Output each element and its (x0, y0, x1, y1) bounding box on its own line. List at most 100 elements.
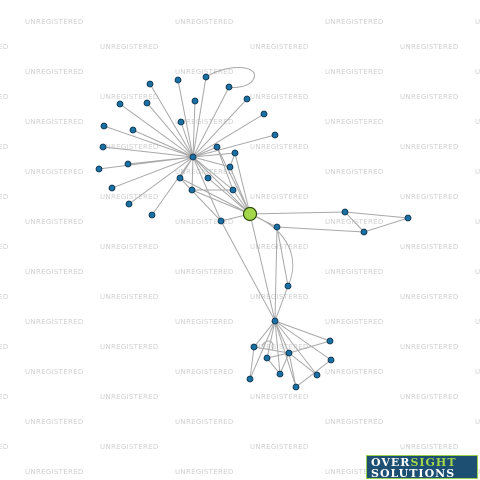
watermark-text: UNREGISTERED (400, 143, 459, 151)
network-node[interactable] (188, 186, 196, 194)
network-node[interactable] (174, 76, 182, 84)
network-node[interactable] (213, 143, 221, 151)
network-node[interactable] (229, 186, 237, 194)
hub-node[interactable] (189, 153, 197, 161)
edge (274, 285, 289, 322)
watermark-text: UNREGISTERED (0, 243, 9, 251)
focus-node[interactable] (242, 206, 258, 222)
oversight-solutions-logo: OVERSIGHT SOLUTIONS (366, 455, 478, 479)
network-node[interactable] (226, 163, 234, 171)
network-node[interactable] (99, 143, 107, 151)
network-node[interactable] (250, 343, 258, 351)
network-node[interactable] (263, 354, 271, 362)
network-node[interactable] (176, 174, 184, 182)
network-node[interactable] (260, 110, 268, 118)
edge (192, 156, 234, 191)
network-node[interactable] (148, 211, 156, 219)
network-node[interactable] (243, 95, 251, 103)
edge (295, 359, 332, 388)
network-node[interactable] (327, 356, 335, 364)
watermark-text: UNREGISTERED (475, 118, 480, 126)
watermark-text: UNREGISTERED (250, 443, 309, 451)
watermark-text: UNREGISTERED (100, 93, 159, 101)
edge-layer (98, 66, 409, 388)
watermark-text: UNREGISTERED (475, 418, 480, 426)
watermark-text: UNREGISTERED (25, 268, 84, 276)
watermark-text: UNREGISTERED (25, 368, 84, 376)
network-node[interactable] (217, 217, 225, 225)
network-node[interactable] (231, 149, 239, 157)
network-node[interactable] (225, 83, 233, 91)
network-node[interactable] (129, 126, 137, 134)
curved-edge (249, 213, 294, 287)
edge (119, 103, 194, 158)
network-node[interactable] (326, 337, 334, 345)
network-node[interactable] (124, 160, 132, 168)
watermark-text: UNREGISTERED (475, 218, 480, 226)
network-node[interactable] (95, 165, 103, 173)
network-node[interactable] (246, 375, 254, 383)
watermark-text: UNREGISTERED (0, 293, 9, 301)
watermark-text: UNREGISTERED (0, 393, 9, 401)
edge (216, 146, 251, 215)
watermark-text: UNREGISTERED (250, 193, 309, 201)
watermark-text: UNREGISTERED (100, 443, 159, 451)
network-node[interactable] (108, 184, 116, 192)
network-node[interactable] (284, 282, 292, 290)
edge (276, 226, 365, 233)
network-node[interactable] (313, 371, 321, 379)
watermark-text: UNREGISTERED (100, 343, 159, 351)
network-node[interactable] (271, 131, 279, 139)
edge (220, 220, 276, 322)
watermark-text: UNREGISTERED (400, 93, 459, 101)
network-node[interactable] (125, 200, 133, 208)
watermark-text: UNREGISTERED (400, 393, 459, 401)
edge (363, 217, 409, 233)
edge (279, 352, 290, 375)
edge (253, 320, 276, 348)
edge (128, 156, 194, 205)
edge (192, 100, 196, 158)
watermark-text: UNREGISTERED (250, 43, 309, 51)
watermark-text: UNREGISTERED (175, 218, 234, 226)
edge (192, 152, 236, 158)
watermark-text: UNREGISTERED (475, 368, 480, 376)
watermark-text: UNREGISTERED (325, 418, 384, 426)
edge (288, 352, 318, 376)
edge (192, 156, 251, 215)
watermark-text: UNREGISTERED (0, 93, 9, 101)
watermark-text: UNREGISTERED (325, 368, 384, 376)
edge (98, 156, 194, 170)
network-node[interactable] (177, 118, 185, 126)
edge (192, 76, 207, 158)
edge (192, 98, 248, 158)
network-node[interactable] (116, 100, 124, 108)
network-node[interactable] (273, 223, 281, 231)
watermark-text: UNREGISTERED (100, 243, 159, 251)
edge (102, 146, 194, 158)
edge (253, 346, 290, 354)
watermark-text: UNREGISTERED (250, 243, 309, 251)
watermark-text: UNREGISTERED (175, 318, 234, 326)
network-node[interactable] (341, 208, 349, 216)
network-node[interactable] (100, 122, 108, 130)
network-node[interactable] (204, 174, 212, 182)
network-node[interactable] (285, 349, 293, 357)
network-node[interactable] (276, 370, 284, 378)
watermark-text: UNREGISTERED (325, 468, 384, 476)
network-node[interactable] (404, 214, 412, 222)
network-node[interactable] (292, 383, 300, 391)
network-node[interactable] (143, 99, 151, 107)
watermark-text: UNREGISTERED (250, 293, 309, 301)
network-node[interactable] (191, 97, 199, 105)
watermark-text: UNREGISTERED (100, 143, 159, 151)
watermark-text: UNREGISTERED (25, 318, 84, 326)
network-node[interactable] (146, 80, 154, 88)
watermark-layer: UNREGISTERED UNREGISTERED UNREGISTERED UNRE… (0, 18, 480, 476)
network-node[interactable] (202, 73, 210, 81)
watermark-text: UNREGISTERED (0, 43, 9, 51)
hub-node[interactable] (271, 317, 279, 325)
edge (207, 177, 251, 215)
network-node[interactable] (360, 228, 368, 236)
edge (111, 156, 194, 189)
